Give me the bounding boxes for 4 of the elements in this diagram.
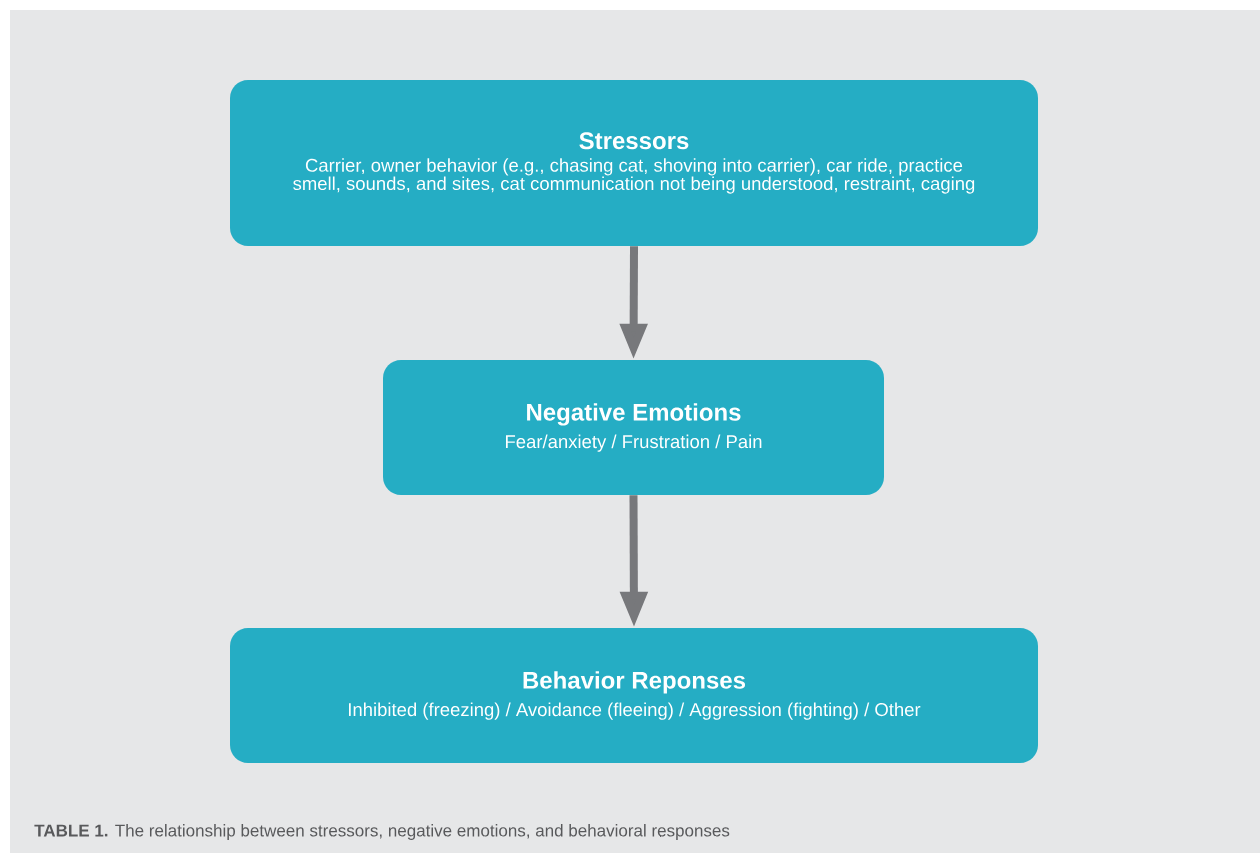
process-box: Behavior Reponses Inhibited (freezing) / Avoidance (fleeing) / Aggression (fighting) / Other <box>230 628 1038 763</box>
process-box: Stressors Carrier, owner behavior (e.g., chasing cat, shoving into carrier), car ride, practice smell, sounds, and sites, cat communication not being understood, restraint, caging <box>230 80 1038 246</box>
caption: TABLE 1. The relationship between stressors, negative emotions, and behavioral responses <box>34 824 730 840</box>
process-box: Negative Emotions Fear/anxiety / Frustration / Pain <box>383 360 884 495</box>
